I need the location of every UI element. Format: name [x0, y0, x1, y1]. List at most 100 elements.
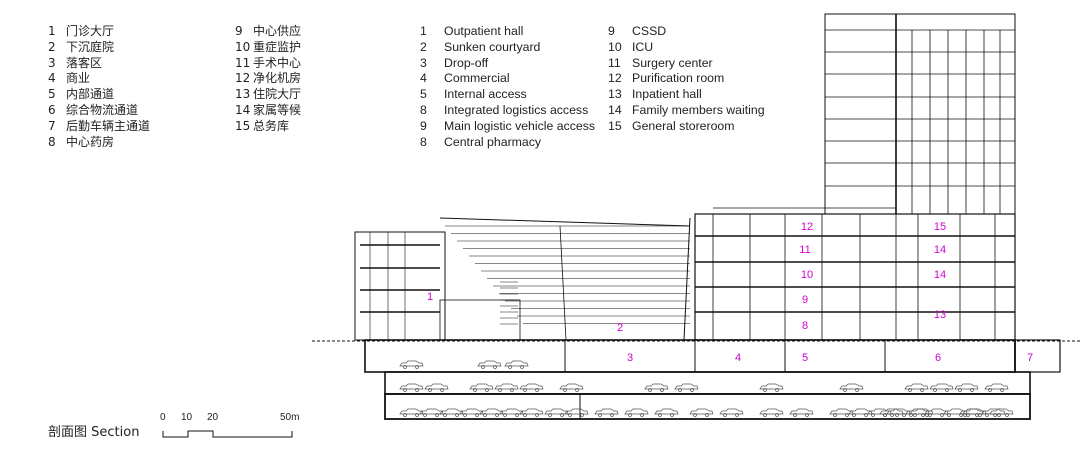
legend-text: General storeroom: [632, 118, 735, 133]
wheel-icon: [763, 413, 767, 417]
wheel-icon: [403, 365, 407, 369]
basement-level-3: [384, 393, 1031, 420]
legend-text: 门诊大厅: [66, 24, 115, 38]
wheel-icon: [660, 388, 664, 392]
wheel-icon: [958, 388, 962, 392]
section-room-label: 15: [934, 221, 946, 233]
wheel-icon: [843, 388, 847, 392]
legend-number: 4: [48, 71, 56, 86]
legend-text: ICU: [632, 39, 654, 54]
wheel-icon: [723, 413, 727, 417]
car-icon: [943, 408, 968, 415]
wheel-icon: [428, 388, 432, 392]
legend-text: Main logistic vehicle access: [444, 118, 596, 133]
legend-text: 内部通道: [66, 87, 115, 102]
wheel-icon: [833, 413, 837, 417]
car-icon: [789, 408, 814, 415]
legend-text: Inpatient hall: [632, 87, 702, 102]
section-room-label: 1: [427, 291, 433, 303]
wheel-icon: [945, 388, 949, 392]
car-icon: [924, 408, 949, 415]
wheel-icon: [598, 413, 602, 417]
legend-number: 7: [48, 118, 56, 133]
wheel-icon: [415, 413, 419, 417]
car-icon: [504, 360, 529, 367]
section-room-label: 8: [802, 320, 808, 332]
wheel-icon: [970, 388, 974, 392]
wheel-icon: [443, 413, 447, 417]
section-room-label: 14: [934, 269, 946, 281]
wheel-icon: [947, 413, 951, 417]
section-room-label: 6: [935, 352, 941, 364]
wheel-icon: [805, 413, 809, 417]
wheel-icon: [845, 413, 849, 417]
wheel-icon: [670, 413, 674, 417]
atrium-roof: [439, 217, 691, 227]
car-icon: [909, 408, 934, 415]
wheel-icon: [640, 413, 644, 417]
legend-number: 10: [608, 39, 622, 54]
car-icon: [459, 408, 484, 415]
car-icon: [886, 408, 911, 415]
outpatient-block: [354, 231, 446, 341]
wheel-icon: [481, 365, 485, 369]
car-icon: [867, 408, 892, 415]
scale-label-50m: 50m: [280, 412, 300, 423]
wheel-icon: [928, 413, 932, 417]
wheel-icon: [966, 413, 970, 417]
atrium-glazing: [683, 217, 691, 341]
legend-text: 落客区: [66, 55, 103, 70]
legend-text: Surgery center: [632, 55, 713, 70]
section-room-label: 4: [735, 352, 741, 364]
legend-number: 14: [235, 102, 251, 117]
car-icon: [829, 408, 854, 415]
legend-text: 总务库: [253, 118, 290, 133]
wheel-icon: [959, 413, 963, 417]
wheel-icon: [515, 413, 519, 417]
legend-text: Purification room: [632, 71, 725, 86]
wheel-icon: [871, 413, 875, 417]
legend-text: 综合物流通道: [66, 102, 139, 117]
wheel-icon: [503, 413, 507, 417]
wheel-icon: [909, 413, 913, 417]
legend-text: Sunken courtyard: [444, 39, 541, 54]
wheel-icon: [568, 413, 572, 417]
wheel-icon: [563, 388, 567, 392]
wheel-icon: [913, 413, 917, 417]
legend-number: 2: [48, 39, 56, 54]
atrium-wall: [559, 225, 567, 341]
scale-label-10: 10: [181, 412, 193, 423]
wheel-icon: [1005, 413, 1009, 417]
car-icon: [564, 408, 589, 415]
car-icon: [499, 408, 524, 415]
car-icon: [654, 408, 679, 415]
car-icon: [981, 408, 1006, 415]
car-icon: [929, 383, 954, 390]
legend-number: 3: [48, 55, 56, 70]
wheel-icon: [793, 413, 797, 417]
car-icon: [905, 408, 930, 415]
wheel-icon: [535, 388, 539, 392]
wheel-icon: [921, 413, 925, 417]
wheel-icon: [658, 413, 662, 417]
section-room-label: 10: [801, 269, 813, 281]
legend-item: 3 落客区: [48, 56, 150, 72]
section-room-label: 11: [799, 244, 810, 256]
car-icon: [399, 383, 424, 390]
legend-number: 1: [48, 24, 56, 38]
legend-number: 15: [235, 118, 251, 133]
wheel-icon: [852, 413, 856, 417]
legend-number: 1: [420, 24, 427, 38]
